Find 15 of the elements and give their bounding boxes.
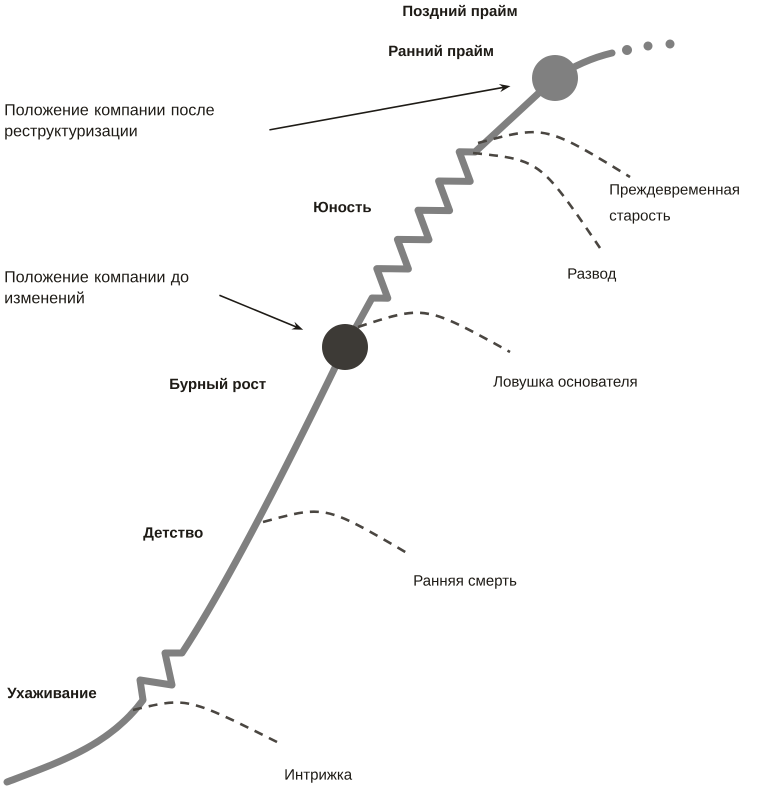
stage-label: Бурный рост bbox=[170, 378, 266, 392]
stage-label: Юность bbox=[314, 202, 371, 212]
stage-label: Ранний прайм bbox=[389, 44, 493, 60]
note-text: Положение компании до изменений bbox=[5, 271, 188, 304]
stage-label: Детство bbox=[143, 527, 203, 541]
stage-label: Поздний прайм bbox=[403, 4, 517, 20]
outcome-label: Ловушка основателя bbox=[493, 376, 637, 390]
outcome-label: Ранняя смерть bbox=[414, 575, 516, 589]
outcome-label: Преждевременная старость bbox=[610, 184, 739, 224]
outcome-label: Интрижка bbox=[285, 769, 352, 783]
stage-dot bbox=[322, 324, 368, 370]
stage-label: Ухаживание bbox=[7, 688, 96, 698]
outcome-label: Развод bbox=[568, 268, 616, 282]
stage-dot bbox=[532, 55, 578, 101]
note-text: Положение компании после реструктуризации bbox=[5, 104, 214, 140]
